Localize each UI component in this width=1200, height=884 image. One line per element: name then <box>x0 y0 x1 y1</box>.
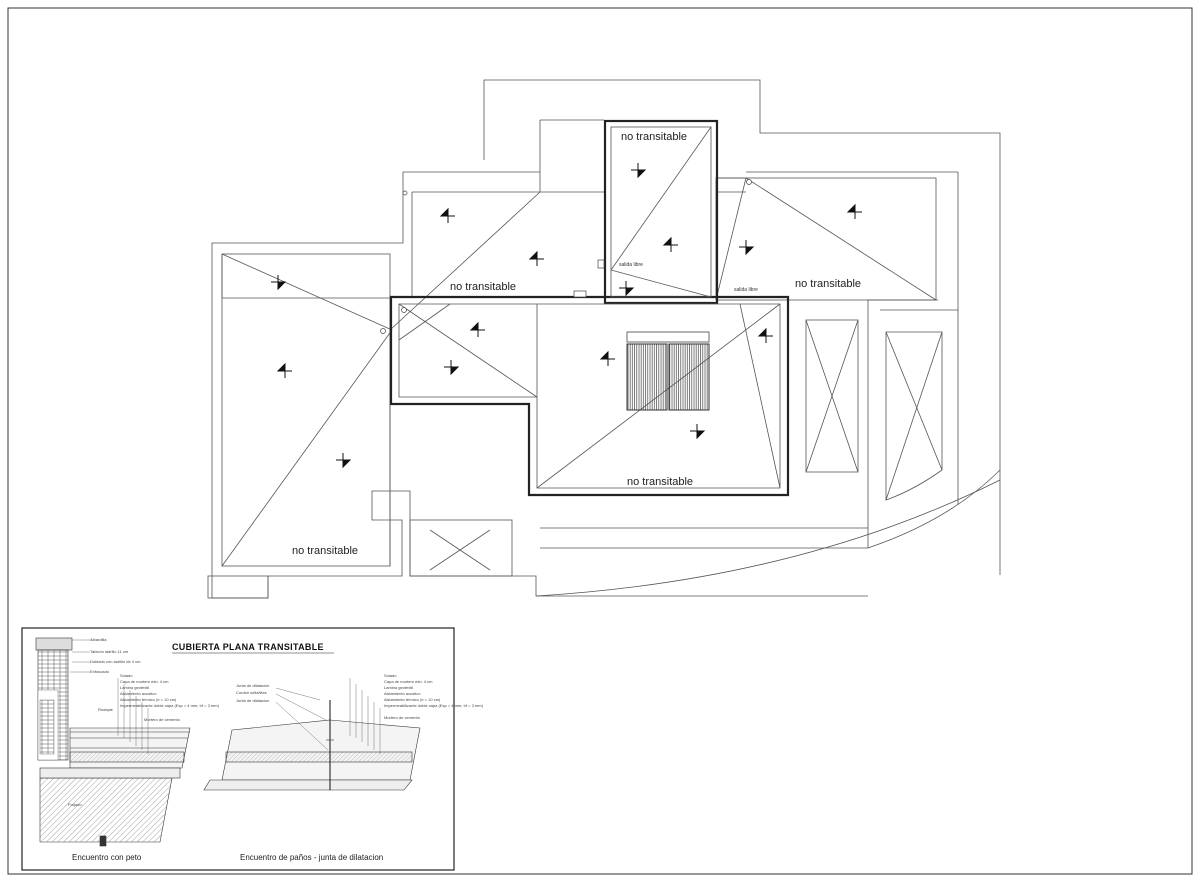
detail-forjado-label: Forjado <box>68 802 82 807</box>
slope-arrow <box>757 327 773 343</box>
slope-arrow <box>599 350 615 366</box>
detail-note: Aislamiento termico (e = 10 cm) <box>384 697 441 702</box>
detail-note: Solado <box>384 673 397 678</box>
slope-arrow <box>690 424 706 440</box>
roof-plan <box>207 79 1001 599</box>
slope-arrow <box>631 163 647 179</box>
label-no-transitable-center: no transitable <box>627 476 693 488</box>
drawing-frame <box>7 7 1193 875</box>
roof-zones-bold <box>389 119 790 497</box>
roof-zones-inner <box>398 126 781 489</box>
detail-note: Aislamiento acustico <box>120 691 157 696</box>
detail-note: Solado <box>120 673 133 678</box>
detail-note: Tabicón ladrillo 11 cm <box>90 649 129 654</box>
slope-arrow <box>662 236 678 252</box>
label-no-transitable-bottom-left: no transitable <box>292 545 358 557</box>
detail-note: Doblado con ladrillo de 4 cm <box>90 659 141 664</box>
detail-title: CUBIERTA PLANA TRANSITABLE <box>172 642 324 652</box>
slope-arrow <box>444 360 460 376</box>
caption-junta-dilatacion: Encuentro de paños - junta de dilatacion <box>240 853 383 862</box>
detail-note: Lamina geotextil <box>120 685 149 690</box>
detail-note: Lamina geotextil <box>384 685 413 690</box>
detail-note: Rodapie <box>98 707 114 712</box>
slope-arrow <box>336 453 352 469</box>
detail-note: Cordon sellaNtes <box>236 690 267 695</box>
slope-arrow <box>271 275 287 291</box>
slope-arrow <box>846 203 862 219</box>
label-no-transitable-left: no transitable <box>450 281 516 293</box>
detail-note: Enfoscado <box>90 669 110 674</box>
skylight <box>626 331 710 411</box>
detail-note: Junta de dilatacion <box>236 698 269 703</box>
detail-note: Impermeabilizante doble capa (Esp = 4 mm… <box>120 703 220 708</box>
detail-note: Impermeabilizante doble capa (Esp = 4 mm… <box>384 703 484 708</box>
detail-note: Junta de dilatacion <box>236 683 269 688</box>
label-no-transitable-right: no transitable <box>795 278 861 290</box>
detail-note: Mortero de cemento <box>144 717 181 722</box>
label-no-transitable-tower: no transitable <box>621 131 687 143</box>
label-salida-libre-2: salida libre <box>734 287 758 293</box>
slope-arrow <box>739 240 755 256</box>
slope-arrow <box>276 362 292 378</box>
slope-arrows <box>271 163 862 469</box>
construction-detail: CUBIERTA PLANA TRANSITABLE Forjado <box>21 627 484 871</box>
caption-encuentro-peto: Encuentro con peto <box>72 853 142 862</box>
detail-note: Aislamiento termico (e = 10 cm) <box>120 697 177 702</box>
slope-arrow <box>619 281 635 297</box>
detail-note: Mortero de cemento <box>384 715 421 720</box>
detail-note: Capa de mortero min. 4 cm <box>120 679 169 684</box>
slope-arrow <box>469 321 485 337</box>
detail-note: Aislamiento acustico <box>384 691 421 696</box>
detail-note: Albardilla <box>90 637 107 642</box>
detail-note: Capa de mortero min. 4 cm <box>384 679 433 684</box>
slope-arrow <box>439 207 455 223</box>
slope-arrow <box>528 250 544 266</box>
label-salida-libre-1: salida libre <box>619 262 643 268</box>
